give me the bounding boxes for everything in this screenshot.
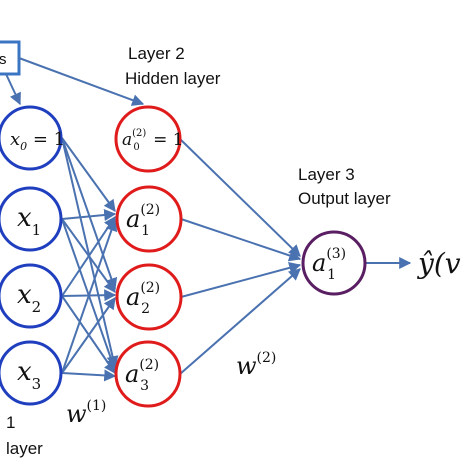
hidden-node-a0	[114, 105, 182, 173]
node-label-output: a(3)1	[312, 246, 346, 283]
node-label-x0: x0 = 1	[10, 129, 65, 153]
output-label-yhat: ŷ(v	[416, 247, 461, 280]
output-node-a1-3	[301, 230, 367, 296]
node-label-a3: a(2)3	[125, 357, 159, 394]
input-layer-number: 1	[6, 413, 15, 432]
node-label-x3: x3	[17, 357, 41, 393]
bias-box-label: s	[0, 51, 7, 68]
weight-label-w1: w(1)	[66, 398, 106, 428]
input-hidden-edges	[61, 137, 119, 382]
input-node-x0	[0, 105, 63, 171]
node-label-a2: a(2)2	[126, 280, 160, 317]
node-label-x1: x1	[17, 203, 41, 239]
hidden-node-a2	[115, 263, 183, 331]
bias-edge-input	[5, 73, 21, 106]
node-label-a1: a(2)1	[126, 202, 160, 239]
node-label-x2: x2	[17, 280, 41, 316]
hidden-output-edges	[179, 138, 302, 375]
input-node-x2	[0, 263, 63, 329]
weight-label-w2: w(2)	[236, 350, 276, 380]
input-layer-name: layer	[6, 439, 43, 458]
input-node-x3	[0, 340, 63, 406]
hidden-layer-name: Hidden layer	[125, 69, 221, 88]
input-layer-nodes	[0, 105, 63, 406]
hidden-node-a3	[114, 340, 182, 408]
hidden-layer-number: Layer 2	[128, 44, 185, 63]
output-layer-number: Layer 3	[298, 165, 355, 184]
output-layer-name: Output layer	[298, 189, 391, 208]
node-label-a0: a(2)0 = 1	[122, 128, 184, 153]
bias-edge-hidden	[18, 57, 145, 106]
hidden-layer-nodes	[114, 105, 183, 408]
input-node-x1	[0, 186, 63, 252]
hidden-node-a1	[115, 185, 183, 253]
